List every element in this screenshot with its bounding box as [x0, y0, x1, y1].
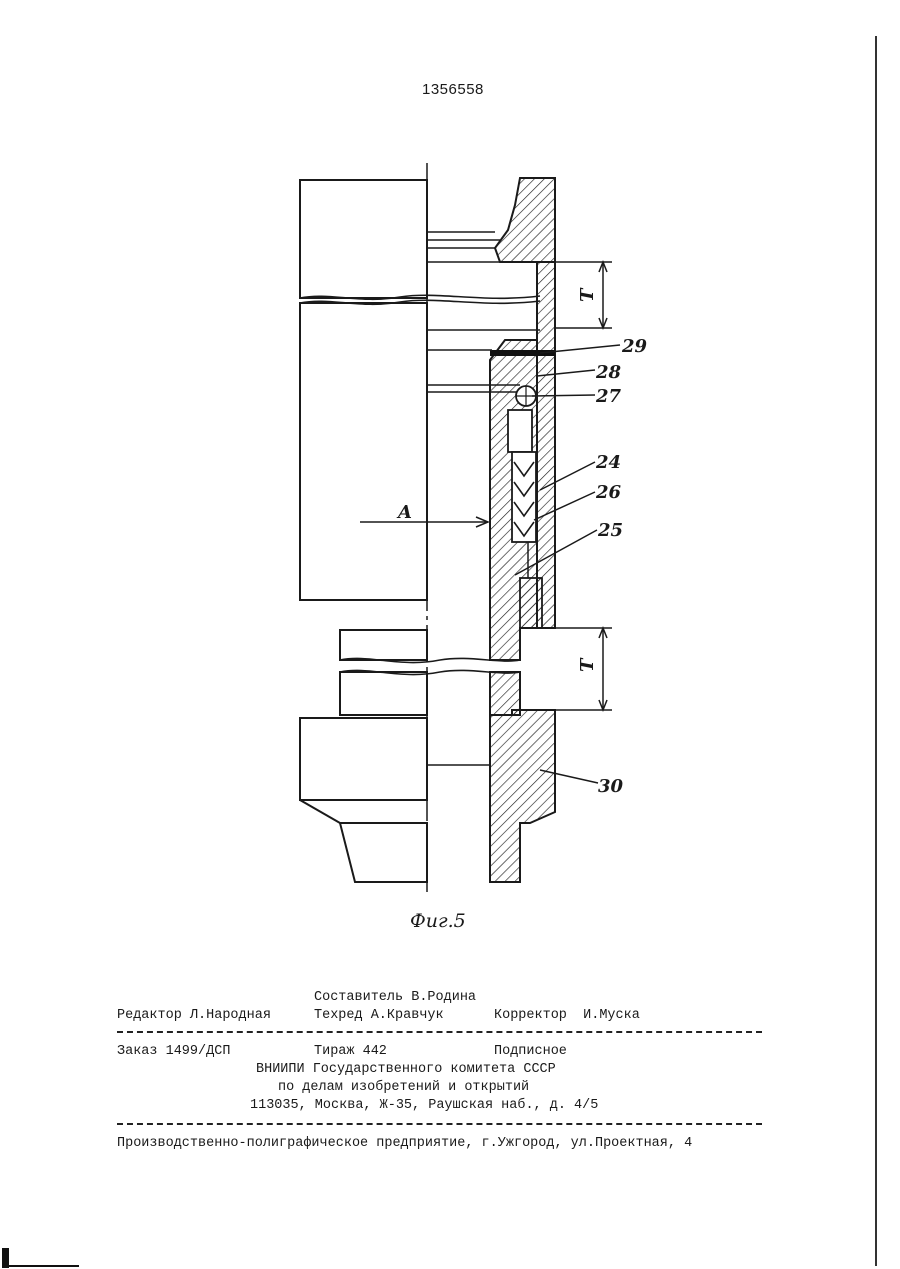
techred: Техред А.Кравчук: [314, 1008, 444, 1023]
label-dim-top: T: [577, 287, 598, 302]
composer: Составитель В.Родина: [314, 990, 476, 1005]
scan-mark: [2, 1248, 9, 1268]
scan-mark: [9, 1265, 79, 1267]
page-edge: [875, 36, 877, 1266]
lower-part: [428, 672, 555, 882]
label-arrow-a: A: [396, 502, 412, 523]
print-run: Тираж 442: [314, 1044, 387, 1059]
separator-rule: [117, 1123, 762, 1125]
label-29: 29: [621, 336, 648, 357]
printer: Производственно-полиграфическое предприя…: [117, 1136, 692, 1151]
institute: ВНИИПИ Государственного комитета СССР: [256, 1062, 556, 1077]
affairs: по делам изобретений и открытий: [278, 1080, 529, 1095]
editor: Редактор Л.Народная: [117, 1008, 271, 1023]
separator-rule: [117, 1031, 762, 1033]
left-body: [300, 180, 427, 882]
label-27: 27: [595, 386, 622, 407]
address: 113035, Москва, Ж-35, Раушская наб., д. …: [250, 1098, 598, 1113]
upper-thread: [428, 178, 555, 262]
order: Заказ 1499/ДСП: [117, 1044, 230, 1059]
label-24: 24: [595, 452, 621, 473]
label-dim-bottom: T: [577, 657, 598, 672]
imprint-block: Составитель В.Родина Редактор Л.Народная…: [0, 0, 32, 195]
label-26: 26: [595, 482, 622, 503]
corrector: Корректор И.Муска: [494, 1008, 640, 1023]
label-30: 30: [598, 776, 624, 797]
label-28: 28: [595, 362, 622, 383]
subscription: Подписное: [494, 1044, 567, 1059]
label-25: 25: [597, 520, 623, 541]
figure-caption: Фиг.5: [410, 910, 466, 932]
